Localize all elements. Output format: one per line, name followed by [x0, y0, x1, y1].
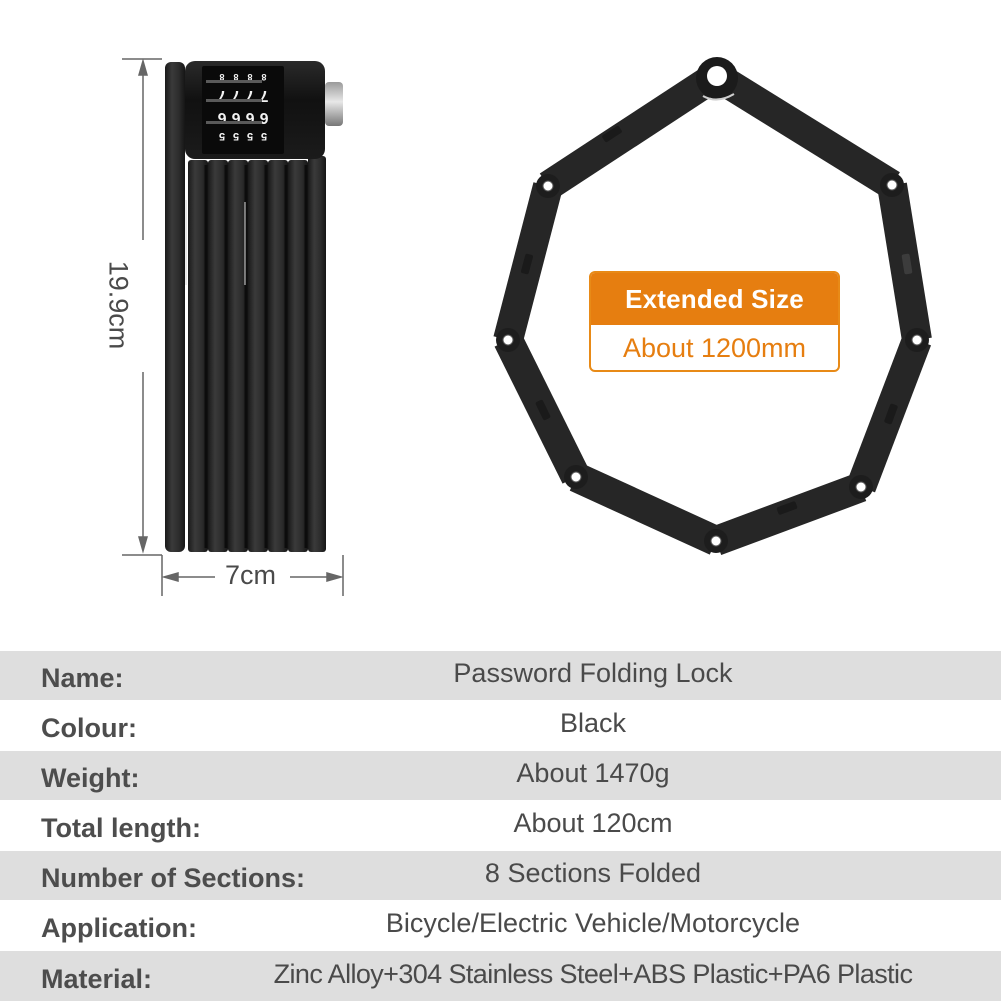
height-dimension-line	[122, 58, 162, 556]
svg-text:8: 8	[261, 72, 266, 82]
spec-value: Zinc Alloy+304 Stainless Steel+ABS Plast…	[273, 958, 913, 989]
spec-row-weight: Weight: About 1470g	[0, 751, 1001, 800]
link-slots	[520, 125, 913, 515]
spec-label: Colour:	[41, 713, 137, 743]
svg-text:7: 7	[231, 87, 240, 104]
folded-lock-graphic: 8 8 8 8 7 7 7 7 6 6 6 6 5 5 5	[122, 58, 344, 596]
width-dimension-line	[161, 555, 344, 596]
svg-text:5: 5	[233, 130, 239, 142]
svg-text:6: 6	[259, 109, 268, 126]
spec-row-colour: Colour: Black	[0, 700, 1001, 751]
folded-lock-illustration: 8 8 8 8 7 7 7 7 6 6 6 6 5 5 5	[0, 0, 400, 620]
spec-row-name: Name: Password Folding Lock	[0, 651, 1001, 700]
folded-bars	[185, 156, 326, 552]
svg-text:6: 6	[245, 109, 254, 126]
spec-row-material: Material: Zinc Alloy+304 Stainless Steel…	[0, 951, 1001, 1001]
spec-value: Password Folding Lock	[453, 658, 733, 688]
spec-label: Application:	[41, 913, 197, 943]
svg-text:8: 8	[247, 72, 252, 82]
height-label: 19.9cm	[103, 260, 134, 350]
spec-row-application: Application: Bicycle/Electric Vehicle/Mo…	[0, 900, 1001, 951]
spec-label: Weight:	[41, 763, 140, 793]
svg-text:6: 6	[217, 109, 226, 126]
spec-value: About 120cm	[513, 808, 673, 838]
svg-text:5: 5	[247, 130, 253, 142]
extended-size-badge: Extended Size About 1200mm	[589, 271, 840, 372]
top-lock-joint	[696, 57, 738, 101]
svg-text:5: 5	[261, 130, 267, 142]
spec-table: Name: Password Folding Lock Colour: Blac…	[0, 651, 1001, 1001]
width-label: 7cm	[221, 560, 281, 591]
lock-joints	[496, 173, 929, 553]
svg-text:7: 7	[259, 87, 268, 104]
spec-value: 8 Sections Folded	[484, 858, 702, 888]
key-cylinder-icon	[325, 82, 343, 126]
svg-text:8: 8	[233, 72, 238, 82]
extended-size-value: About 1200mm	[622, 333, 807, 363]
svg-text:5: 5	[219, 130, 225, 142]
extended-lock-illustration	[493, 57, 932, 556]
spec-label: Total length:	[41, 813, 201, 843]
svg-text:8: 8	[219, 72, 224, 82]
spec-label: Name:	[41, 663, 124, 693]
svg-text:6: 6	[231, 109, 240, 126]
spec-value: Black	[559, 708, 627, 738]
svg-text:7: 7	[245, 87, 254, 104]
spec-value: Bicycle/Electric Vehicle/Motorcycle	[385, 908, 801, 938]
spec-label: Number of Sections:	[41, 863, 306, 893]
spec-value: About 1470g	[516, 758, 670, 788]
svg-text:7: 7	[217, 87, 226, 104]
spec-row-total-length: Total length: About 120cm	[0, 800, 1001, 851]
spec-label: Material:	[41, 963, 153, 994]
extended-size-title: Extended Size	[591, 273, 838, 325]
combination-head: 8 8 8 8 7 7 7 7 6 6 6 6 5 5 5	[185, 61, 343, 159]
product-image-area: 8 8 8 8 7 7 7 7 6 6 6 6 5 5 5	[0, 0, 932, 620]
spec-row-sections: Number of Sections: 8 Sections Folded	[0, 851, 1001, 900]
